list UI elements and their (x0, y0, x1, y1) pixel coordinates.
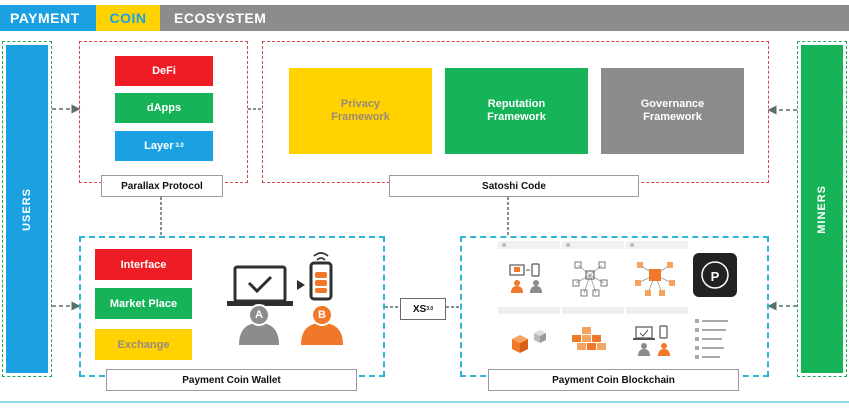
exchange-block: Exchange (95, 329, 192, 360)
interface-block: Interface (95, 249, 192, 280)
users-bar: USERS (6, 45, 48, 373)
header-ecosystem-text: ECOSYSTEM (174, 10, 267, 26)
arrow-icon (297, 280, 305, 290)
defi-label: DeFi (152, 65, 176, 77)
marketplace-label: Market Place (109, 297, 178, 310)
avatar-a-letter: A (255, 309, 263, 321)
avatar-b-icon (301, 304, 343, 345)
xs-sup: 3.0 (426, 306, 434, 312)
layer-sup: 3.0 (175, 143, 184, 149)
payment-coin-wallet-text: Payment Coin Wallet (182, 374, 281, 386)
blockchain-illustration (498, 241, 737, 359)
interface-label: Interface (120, 258, 167, 271)
payment-coin-wallet-label: Payment Coin Wallet (106, 369, 357, 391)
privacy-line2: Framework (331, 111, 390, 123)
phone-icon (309, 252, 333, 301)
dapps-block: dApps (115, 93, 213, 123)
satoshi-code-text: Satoshi Code (482, 180, 546, 192)
wallet-illustration (227, 252, 343, 345)
privacy-line1: Privacy (340, 98, 381, 110)
avatar-a-icon (239, 304, 279, 345)
reputation-line2: Framework (487, 111, 546, 123)
blockchain-logo-letter: P (710, 269, 720, 284)
xs-text: XS (412, 303, 427, 315)
marketplace-block: Market Place (95, 288, 192, 319)
dapps-label: dApps (146, 102, 182, 114)
payment-coin-blockchain-text: Payment Coin Blockchain (552, 374, 675, 386)
reputation-line1: Reputation (487, 98, 546, 110)
payment-coin-blockchain-label: Payment Coin Blockchain (488, 369, 739, 391)
layer-label: Layer (144, 140, 174, 152)
exchange-label: Exchange (117, 338, 170, 351)
defi-block: DeFi (115, 56, 213, 86)
parallax-protocol-label: Parallax Protocol (101, 175, 223, 197)
header-payment-text: PAYMENT (10, 10, 80, 26)
header-coin: COIN (96, 5, 160, 31)
governance-line2: Framework (643, 111, 702, 123)
miners-bar: MINERS (801, 45, 843, 373)
header-payment: PAYMENT (0, 5, 96, 31)
governance-line1: Governance (640, 98, 705, 110)
header-coin-text: COIN (109, 10, 147, 26)
parallax-protocol-text: Parallax Protocol (121, 180, 203, 192)
miners-frame (797, 41, 847, 377)
avatar-b-letter: B (318, 309, 326, 321)
laptop-icon (227, 265, 293, 306)
satoshi-code-label: Satoshi Code (389, 175, 639, 197)
header-ecosystem: ECOSYSTEM (160, 5, 849, 31)
users-frame (2, 41, 52, 377)
